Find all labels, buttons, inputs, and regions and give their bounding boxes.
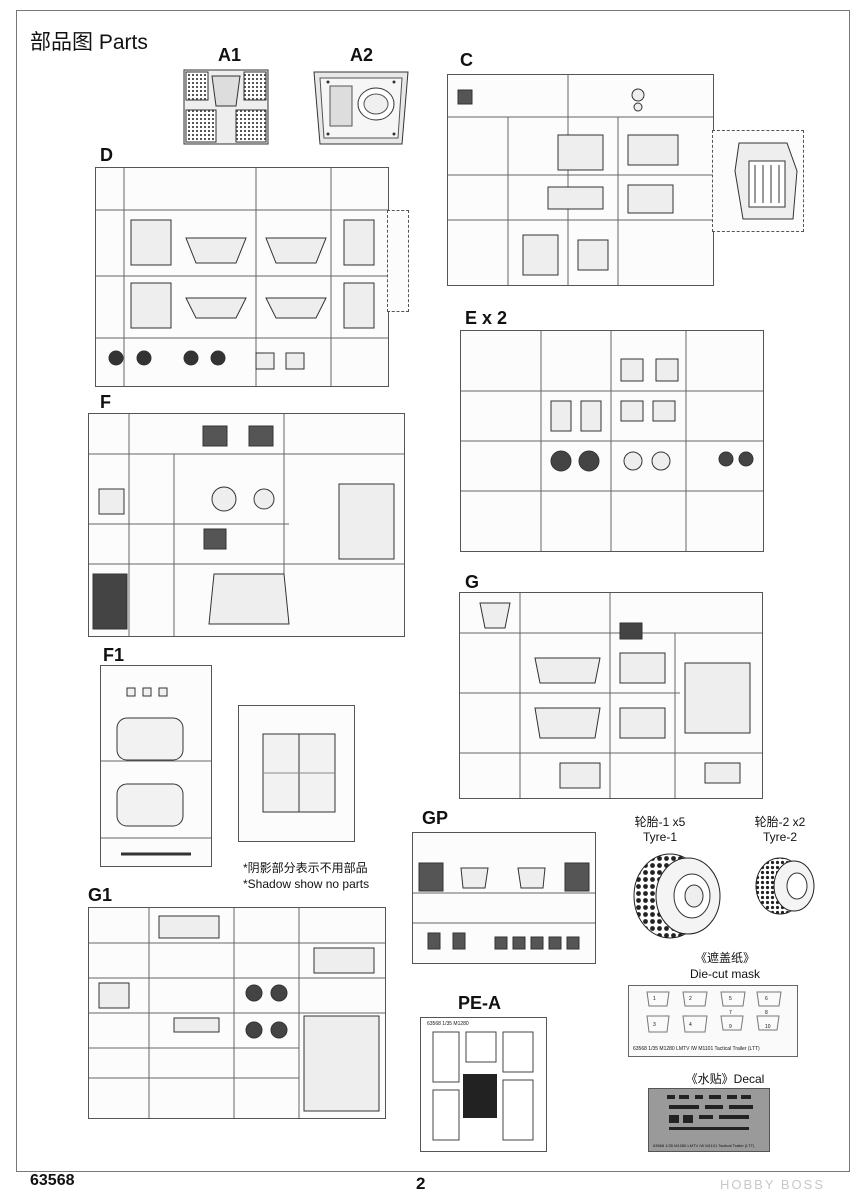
sprue-label-f: F <box>100 392 111 412</box>
sprue-d <box>95 167 389 387</box>
tyre-2-image <box>750 850 820 920</box>
tyre-2-label-en: Tyre-2 <box>762 830 797 844</box>
mask-caption: 63568 1/35 M1280 LMTV /W M1101 Tactical … <box>633 1046 760 1052</box>
sprue-label-a1: A1 <box>218 45 242 65</box>
mask-num-4: 4 <box>689 1022 692 1028</box>
mask-title-cn: 《遮盖纸》 <box>694 951 755 965</box>
page-title: 部品图 Parts <box>30 31 148 54</box>
mask-num-7: 7 <box>729 1010 732 1016</box>
mask-num-5: 5 <box>729 996 732 1002</box>
sprue-d-extension <box>387 210 409 312</box>
mask-num-10: 10 <box>765 1024 771 1030</box>
sprue-label-d: D <box>100 145 113 165</box>
sprue-g1 <box>88 907 386 1119</box>
mask-num-3: 3 <box>653 1022 656 1028</box>
tyre-2-label: 轮胎-2 x2 Tyre-2 <box>735 815 825 845</box>
sprue-label-g1: G1 <box>88 885 113 905</box>
sprue-c <box>447 74 714 286</box>
sprue-label-g: G <box>465 572 480 592</box>
mask-title: 《遮盖纸》 Die-cut mask <box>640 950 810 982</box>
sprue-e <box>460 330 764 552</box>
tyre-2-label-cn: 轮胎-2 x2 <box>754 815 806 829</box>
decal-caption: 63568 1/35 M1280 LMTV /W M1101 Tactical … <box>653 1143 755 1148</box>
tyre-1-image <box>628 848 728 943</box>
page-number: 2 <box>416 1174 426 1193</box>
sprue-g <box>459 592 763 799</box>
watermark: HOBBY BOSS <box>720 1177 826 1192</box>
decal-sheet: 63568 1/35 M1280 LMTV /W M1101 Tactical … <box>648 1088 770 1152</box>
tyre-1-label-en: Tyre-1 <box>642 830 677 844</box>
sprue-f1 <box>100 665 212 867</box>
mask-num-1: 1 <box>653 996 656 1002</box>
part-a2-image <box>310 64 412 150</box>
sprue-c-extension <box>712 130 804 232</box>
shadow-note-cn: *阴影部分表示不用部品 <box>243 861 368 875</box>
mask-title-en: Die-cut mask <box>689 967 760 981</box>
sprue-label-a2: A2 <box>350 45 374 65</box>
photo-etch-fret-a: 63568 1/35 M1280 <box>420 1017 547 1152</box>
tyre-1-label: 轮胎-1 x5 Tyre-1 <box>615 815 705 845</box>
mask-num-2: 2 <box>689 996 692 1002</box>
shadow-note-en: *Shadow show no parts <box>243 877 370 891</box>
die-cut-mask: 1 2 3 4 5 6 7 8 9 10 63568 1/35 M1280 LM… <box>628 985 798 1057</box>
sprue-f <box>88 413 405 637</box>
tyre-1-label-cn: 轮胎-1 x5 <box>634 815 686 829</box>
part-a1-image <box>180 66 272 148</box>
sprue-label-f1: F1 <box>103 645 125 665</box>
shadow-note: *阴影部分表示不用部品 *Shadow show no parts <box>243 860 369 892</box>
sprue-label-gp: GP <box>422 808 449 828</box>
mask-num-8: 8 <box>765 1010 768 1016</box>
mask-num-6: 6 <box>765 996 768 1002</box>
sprue-label-c: C <box>460 50 473 70</box>
sprue-label-e: E x 2 <box>465 308 508 328</box>
sprue-gp <box>412 832 596 964</box>
decal-title: 《水贴》Decal <box>685 1072 765 1086</box>
sprue-label-pe-a: PE-A <box>458 993 502 1013</box>
page-frame <box>16 10 850 1172</box>
footer-product-code: 63568 <box>30 1172 75 1189</box>
sprue-f1-panel <box>238 705 355 842</box>
mask-num-9: 9 <box>729 1024 732 1030</box>
pe-caption: 63568 1/35 M1280 <box>427 1021 469 1027</box>
